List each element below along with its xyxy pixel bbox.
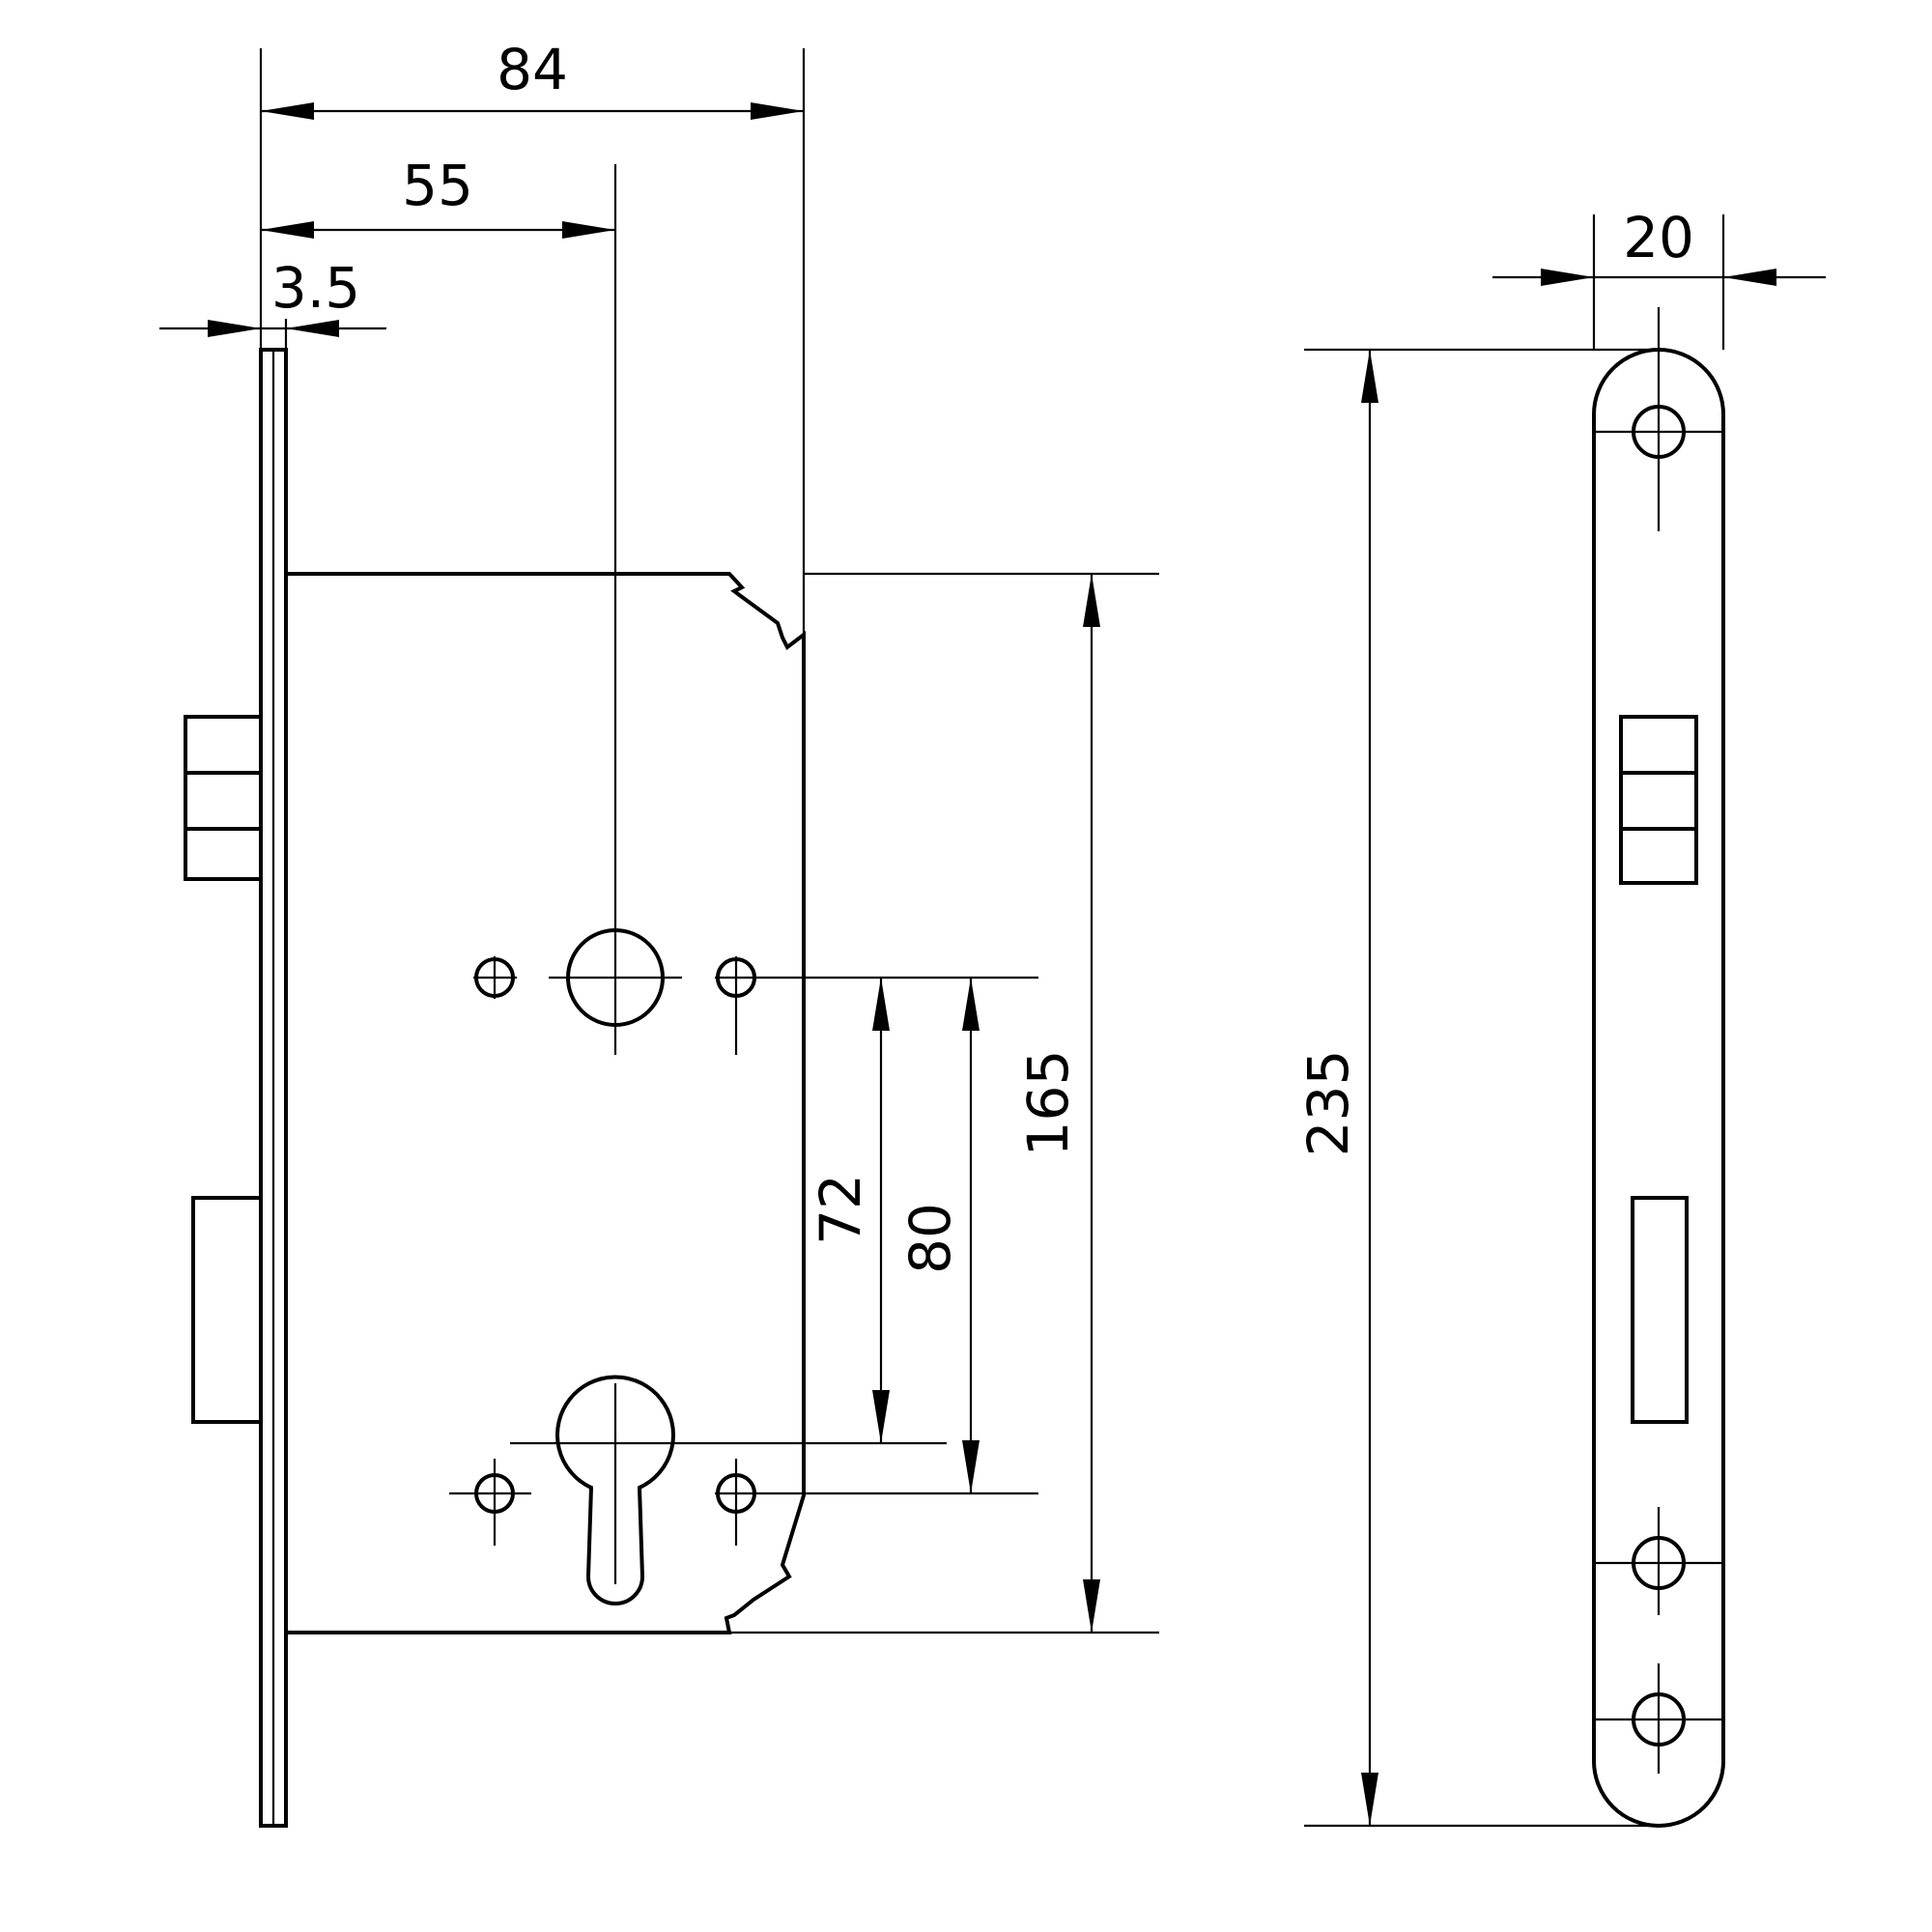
upper-screw-hole-right: [715, 956, 1038, 1055]
faceplate-screw-hole-bottom: [1594, 1663, 1723, 1774]
dimension-lines-right: 20 235: [1295, 205, 1826, 1828]
lower-screw-hole-right: [715, 1459, 1038, 1546]
faceplate-screw-hole-middle: [1594, 1507, 1723, 1615]
dimension-lines-left: 84 55 3.5 165 72 80: [159, 37, 1159, 1634]
faceplate-screw-hole-top: [1594, 405, 1723, 459]
faceplate-latch-opening: [1619, 715, 1698, 885]
label-3-5: 3.5: [271, 255, 360, 321]
label-84: 84: [497, 37, 568, 102]
faceplate-deadbolt-opening: [1631, 1196, 1689, 1424]
label-80: 80: [897, 1203, 963, 1274]
label-235: 235: [1295, 1050, 1361, 1157]
latch-bolt: [184, 715, 263, 881]
lower-screw-hole-left: [449, 1459, 531, 1546]
cylinder-keyhole: [555, 1375, 675, 1605]
lock-case-outline: [284, 572, 806, 1634]
label-72: 72: [808, 1174, 873, 1245]
label-55: 55: [402, 153, 473, 218]
label-20: 20: [1623, 205, 1694, 270]
upper-screw-hole-left: [473, 956, 517, 999]
label-165: 165: [1015, 1050, 1081, 1157]
dead-bolt: [191, 1196, 263, 1424]
lock-body-side-view: [184, 164, 1038, 1828]
faceplate-front-view: [1592, 307, 1725, 1828]
